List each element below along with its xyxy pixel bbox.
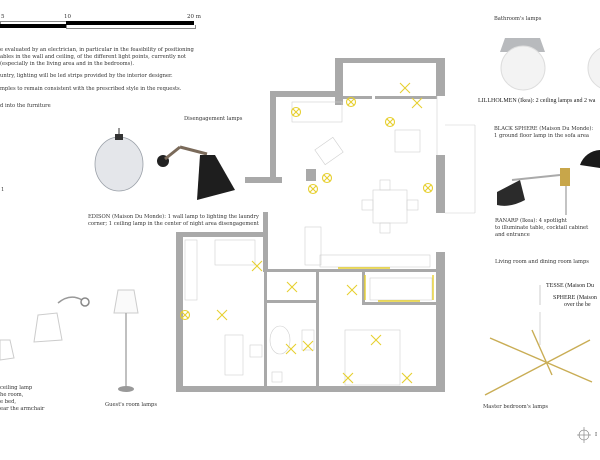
edison-wall-lamp (157, 145, 235, 200)
sphere-caption: SPHERE (Maison (553, 295, 597, 301)
edison-glass-pendant-lamp (94, 128, 144, 192)
furniture (184, 96, 476, 386)
guest-caption: e bed, (0, 399, 17, 405)
guest-wall-lamp (33, 296, 90, 343)
light-point-markers (179, 82, 434, 384)
walls (176, 58, 445, 392)
ranarp-spotlight (497, 168, 570, 215)
ranarp-caption: RANARP (Ikea): 4 spotlight (495, 218, 567, 224)
ranarp-caption: and entrance (495, 232, 530, 238)
ceiling-light-marker (307, 183, 319, 195)
wall-light-marker (346, 284, 358, 296)
ranarp-caption: to illuminate table, cocktail cabinet (495, 225, 589, 231)
ceiling-light-marker (179, 309, 191, 321)
ceiling-light-marker (422, 182, 434, 194)
ceiling-light-marker (345, 96, 357, 108)
disengagement-title: Disengagement lamps (184, 116, 243, 122)
led-strips (338, 267, 434, 302)
living-title: Living room and dining room lamps (495, 259, 589, 265)
wall-light-marker (285, 343, 297, 355)
note-line: d into the furniture (0, 103, 51, 109)
bathroom-title: Bathroom's lamps (494, 16, 542, 22)
note-line: mples to remain consistent with the pres… (0, 86, 182, 92)
guest-caption: he room, (0, 392, 24, 398)
lillholmen-caption: LILLHOLMEN (Ikea): 2 ceiling lamps and 2… (478, 98, 596, 104)
note-line: ables in the wall and ceiling, of the di… (0, 54, 186, 60)
wall-light-marker (216, 309, 228, 321)
edison-caption: corner; 1 ceiling lamp in the center of … (88, 221, 259, 227)
tesse-chandelier (484, 312, 593, 396)
wall-light-marker (286, 281, 298, 293)
wall-light-marker (302, 340, 314, 352)
black-sphere-floor-lamp (580, 150, 600, 168)
wall-light-marker (401, 372, 413, 384)
sphere-caption: over the be (564, 302, 591, 308)
wall-light-marker (342, 372, 354, 384)
scale-label-20: 20 m (187, 14, 201, 20)
ceiling-light-marker (384, 116, 396, 128)
wall-light-marker (251, 260, 263, 272)
note-line: e evaluated by an electrician, in partic… (0, 47, 194, 53)
scale-label-10: 10 (64, 14, 71, 20)
corner-label: I (595, 432, 598, 438)
note-line: untry, lighting will be led strips provi… (0, 73, 173, 79)
ceiling-light-marker (321, 172, 333, 184)
tesse-caption: TESSE (Maison Du (546, 283, 594, 289)
partial-wall-lamp-left (0, 339, 15, 361)
black-sphere-caption: BLACK SPHERE (Maison Du Monde): (494, 126, 594, 132)
black-sphere-caption: 1 ground floor lamp in the sofa area (494, 133, 589, 139)
master-title: Master bedroom's lamps (483, 404, 549, 410)
left-fragment: 1 (1, 187, 5, 193)
wall-light-marker (399, 82, 411, 94)
edison-caption: EDISON (Maison Du Monde): 1 wall lamp to… (88, 214, 259, 220)
lillholmen-ceiling-lamp (500, 38, 600, 91)
compass-icon (577, 427, 591, 443)
note-line: (especially in the living area and in th… (0, 61, 134, 67)
guest-caption: ceiling lamp (0, 385, 33, 391)
guest-floor-lamp (113, 289, 139, 392)
scale-label-5: 5 (1, 14, 5, 20)
ceiling-light-marker (290, 106, 302, 118)
wall-light-marker (370, 334, 382, 346)
wall-light-marker (411, 97, 423, 109)
guest-title: Guest's room lamps (105, 402, 157, 408)
guest-caption: ear the armchair (0, 406, 45, 412)
